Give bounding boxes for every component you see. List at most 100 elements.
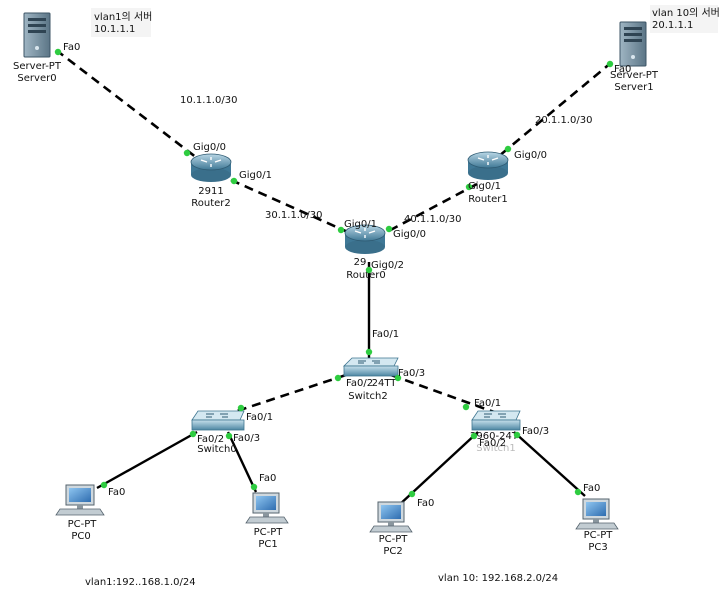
link-switch1-pc3[interactable]: [513, 431, 586, 497]
port-label-server0-fa0: Fa0: [63, 42, 80, 53]
vlan10-network-note: vlan 10: 192.168.2.0/24: [438, 573, 558, 584]
switch2-name-label: Switch2: [348, 391, 387, 402]
network-labels: 10.1.1.0/30 20.1.1.0/30 30.1.1.0/30 40.1…: [180, 95, 592, 225]
port-dot: [365, 348, 373, 356]
link-server0-router2[interactable]: [55, 48, 198, 160]
router2-device[interactable]: 2911 Router2: [190, 153, 232, 209]
port-dot: [385, 225, 393, 233]
pc-icon: [575, 498, 619, 530]
pc2-type-label: PC-PT: [379, 534, 409, 545]
pc0-name-label: PC0: [71, 531, 90, 542]
switch1-type-label: 2960-24T: [470, 431, 519, 442]
server1-type-label: Server-PT: [610, 70, 659, 81]
router0-device[interactable]: 29 Router0: [344, 224, 386, 281]
pc0-device[interactable]: PC-PT PC0: [55, 484, 105, 542]
port-dot: [365, 266, 373, 274]
port-dot: [574, 488, 582, 496]
server0-name-label: Server0: [17, 73, 56, 84]
port-indicators: [54, 48, 614, 498]
port-dot: [230, 177, 238, 185]
router2-type-label: 2911: [198, 186, 223, 197]
port-dot: [408, 490, 416, 498]
link-server1-router1[interactable]: [498, 61, 613, 157]
pc1-name-label: PC1: [258, 539, 277, 550]
port-label-switch2-fa01: Fa0/1: [372, 329, 399, 340]
port-dot: [237, 404, 245, 412]
port-dot: [462, 403, 470, 411]
pc-icon: [55, 484, 105, 516]
router0-name-label: Router0: [346, 270, 386, 281]
server0-device[interactable]: Server-PT Server0: [13, 12, 62, 84]
router1-device[interactable]: Router1: [467, 151, 509, 205]
network-label-10: 10.1.1.0/30: [180, 95, 237, 106]
network-label-20: 20.1.1.0/30: [535, 115, 592, 126]
port-dot: [470, 432, 478, 440]
links: [55, 48, 613, 507]
note-line: 10.1.1.1: [94, 24, 135, 35]
server-icon: [23, 12, 51, 58]
link-router1-router0[interactable]: [382, 182, 478, 236]
port-label-router2-gig00: Gig0/0: [193, 142, 226, 153]
pc2-name-label: PC2: [383, 546, 402, 557]
router-icon: [344, 224, 386, 254]
note-line: vlan1의 서버: [94, 11, 152, 23]
port-label-router0-gig02: Gig0/2: [371, 260, 404, 271]
port-dot: [606, 60, 614, 68]
pc1-device[interactable]: PC-PT PC1: [245, 492, 289, 550]
server1-name-label: Server1: [614, 82, 653, 93]
router-icon: [190, 153, 232, 182]
port-label-switch0-fa03: Fa0/3: [233, 433, 260, 444]
link-router2-router0[interactable]: [230, 178, 351, 235]
port-dot: [504, 145, 512, 153]
port-label-server1-fa0: Fa0: [614, 64, 631, 75]
note-line: vlan 10의 서버: [652, 7, 720, 19]
switch2-type-label: 24TT: [372, 378, 398, 389]
port-dot: [250, 483, 258, 491]
port-label-switch2-fa03: Fa0/3: [398, 368, 425, 379]
port-label-router0-gig01: Gig0/1: [344, 219, 377, 230]
port-dot: [100, 481, 108, 489]
link-switch2-switch1[interactable]: [390, 373, 495, 414]
switch-icon: [471, 410, 521, 431]
network-label-40: 40.1.1.0/30: [404, 214, 461, 225]
port-label-router1-gig00: Gig0/0: [514, 150, 547, 161]
pc3-type-label: PC-PT: [584, 530, 614, 541]
switch1-name-label: Switch1: [476, 443, 515, 454]
pc2-device[interactable]: PC-PT PC2: [369, 501, 413, 557]
server1-device[interactable]: Server-PT Server1: [610, 21, 659, 93]
switch2-device[interactable]: 24TT Switch2: [343, 357, 399, 402]
port-dot: [513, 431, 521, 439]
switch-icon: [191, 410, 245, 431]
port-label-pc0-fa0: Fa0: [108, 487, 125, 498]
pc3-device[interactable]: PC-PT PC3: [575, 498, 619, 553]
pc0-type-label: PC-PT: [68, 519, 98, 530]
link-switch0-pc0[interactable]: [96, 430, 198, 490]
router1-name-label: Router1: [468, 194, 508, 205]
link-switch2-switch0[interactable]: [233, 373, 347, 414]
port-dot: [225, 432, 233, 440]
pc-icon: [369, 501, 413, 533]
server-icon: [619, 21, 647, 67]
port-label-switch1-fa02: Fa0/2: [479, 438, 506, 449]
port-label-pc3-fa0: Fa0: [583, 483, 600, 494]
port-label-switch0-fa01: Fa0/1: [246, 412, 273, 423]
port-label-router2-gig01: Gig0/1: [239, 170, 272, 181]
switch0-device[interactable]: Switch0: [191, 410, 245, 455]
router0-type-label: 29: [354, 257, 367, 268]
port-labels: Fa0 Gig0/0 Gig0/1 Gig0/1 Gig0/0 Gig0/2 F…: [63, 42, 631, 509]
router2-name-label: Router2: [191, 198, 231, 209]
port-label-pc1-fa0: Fa0: [259, 473, 276, 484]
port-dot: [183, 149, 191, 157]
note-line: 20.1.1.1: [652, 20, 693, 31]
port-dot: [465, 183, 473, 191]
link-switch0-pc1[interactable]: [226, 431, 258, 493]
server0-note-box: [91, 8, 151, 37]
port-dot: [54, 48, 62, 56]
switch1-device[interactable]: 2960-24T Switch1: [470, 410, 521, 454]
server0-type-label: Server-PT: [13, 61, 62, 72]
port-label-pc2-fa0: Fa0: [417, 498, 434, 509]
